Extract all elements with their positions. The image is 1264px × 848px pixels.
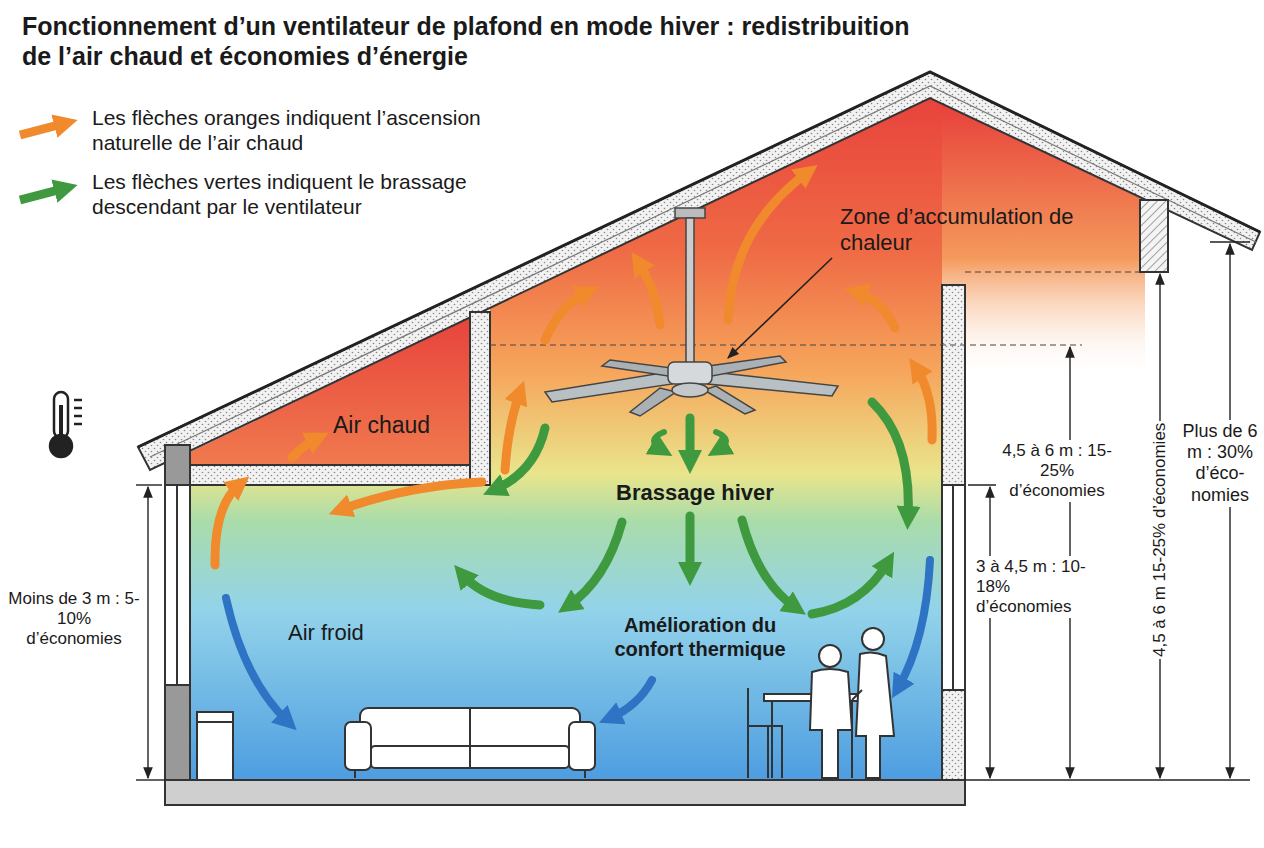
illustration-path [916, 368, 932, 440]
dimension-label: Plus de 6 m : 30% d’éco- nomies [1180, 420, 1260, 507]
illustration-path [638, 262, 660, 325]
illustration-path [20, 188, 66, 200]
illustration-path [856, 652, 894, 778]
illustration-path [150, 86, 1256, 457]
illustration-line [965, 779, 1250, 780]
flow-label: Brassage hiver [600, 480, 790, 506]
illustration-line [136, 484, 162, 485]
illustration-path [20, 123, 66, 135]
illustration-rect [668, 362, 712, 384]
benefit-label: Amélioration du confort thermique [600, 614, 800, 661]
zone-label: Air froid [288, 620, 408, 646]
furniture-and-people [197, 628, 894, 780]
illustration-line [1229, 244, 1230, 778]
illustration-path [810, 669, 852, 778]
illustration-rect [942, 485, 965, 690]
illustration-line [354, 770, 356, 778]
illustration-circle [819, 645, 841, 667]
attic-space [190, 318, 470, 465]
illustration-path [872, 402, 908, 518]
illustration-line [965, 271, 1140, 272]
illustration-path [742, 520, 796, 608]
illustration-path [686, 418, 695, 462]
warm-air-arrows [215, 172, 932, 565]
illustration-line [989, 487, 990, 778]
illustration-line [59, 405, 63, 440]
illustration-rect [345, 722, 371, 770]
illustration-rect [686, 218, 694, 363]
dimension-label: 4,5 à 6 m : 15-25% d’économies [996, 440, 1118, 502]
illustration-rect [197, 712, 233, 780]
level-lines [490, 272, 1140, 345]
illustration-rect [165, 445, 190, 485]
illustration-polygon [138, 72, 1260, 470]
ceiling-fan [545, 208, 838, 416]
illustration-ellipse [672, 383, 708, 397]
illustration-line [74, 415, 82, 418]
dimension-label: 3 à 4,5 m : 10-18% d’économies [974, 556, 1108, 618]
zone-label: Air chaud [333, 412, 463, 439]
illustration-path [812, 562, 888, 614]
illustration-rect [165, 445, 190, 780]
illustration-line [490, 344, 1082, 345]
illustration-path [610, 680, 652, 718]
illustration-path [716, 432, 726, 450]
illustration-path [462, 574, 540, 605]
illustration-line [74, 407, 82, 410]
illustration-polygon [704, 386, 755, 414]
illustration-path [728, 172, 808, 320]
dimension-label: Moins de 3 m : 5-10% d’économies [6, 588, 142, 650]
illustration-path [340, 482, 482, 510]
illustration-rect [470, 312, 490, 485]
illustration-line [176, 485, 178, 685]
leader-line [728, 258, 832, 358]
legend-text: Les flèches oranges indiquent l’ascensio… [92, 106, 562, 156]
illustration-line [469, 708, 471, 768]
illustration-rect [569, 722, 595, 770]
illustration-path [545, 292, 588, 340]
illustration-line [147, 487, 148, 778]
illustration-path [654, 432, 664, 450]
illustration-line [584, 770, 586, 778]
illustration-rect [942, 285, 965, 780]
illustration-path [226, 598, 288, 722]
illustration-path [852, 690, 862, 700]
legend-text: Les flèches vertes indiquent le brassage… [92, 170, 562, 220]
illustration-circle [862, 628, 884, 650]
illustration-path [898, 560, 930, 688]
illustration-rect [1140, 200, 1168, 272]
illustration-line [74, 399, 82, 402]
diagram-title: Fonctionnement d’un ventilateur de plafo… [22, 12, 922, 71]
illustration-path [494, 428, 545, 490]
illustration-line [1210, 241, 1250, 242]
dimension-label: 4,5 à 6 m 15-25% d’économies [1149, 421, 1171, 659]
illustration-path [568, 522, 622, 606]
fan-mixing-arrows [462, 402, 908, 614]
illustration-rect [165, 685, 190, 780]
illustration-polygon [630, 388, 676, 416]
illustration-path [165, 780, 965, 805]
illustration-rect [675, 208, 705, 218]
illustration-line [74, 423, 82, 426]
thermometer-icon [50, 392, 82, 457]
illustration-line [197, 721, 233, 723]
illustration-path [505, 392, 520, 470]
illustration-polygon [602, 360, 672, 376]
illustration-line [165, 779, 965, 781]
illustration-line [136, 779, 165, 780]
illustration-path [686, 516, 695, 574]
illustration-line [952, 485, 954, 690]
illustration-path [856, 292, 895, 328]
illustration-path [215, 484, 240, 565]
legend-arrows [20, 123, 66, 200]
illustration-g [150, 86, 1256, 457]
illustration-line [771, 701, 773, 778]
illustration-polygon [708, 356, 786, 376]
zone-label: Zone d’accumulation de chaleur [840, 204, 1080, 256]
illustration-path [292, 438, 318, 458]
